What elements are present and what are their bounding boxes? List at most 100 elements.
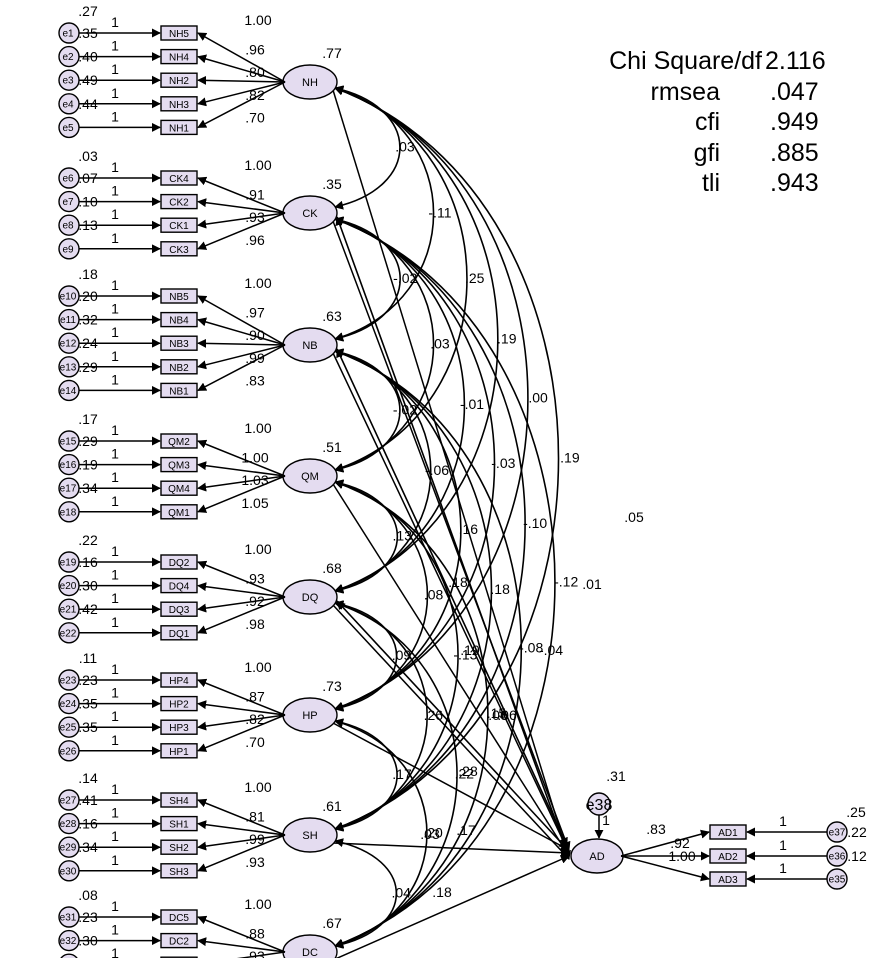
indicator-box xyxy=(160,719,198,735)
fixed-path-label: 1 xyxy=(779,837,787,853)
error-name: e35 xyxy=(829,875,846,886)
loading-arrow xyxy=(197,596,286,613)
error-name: e16 xyxy=(60,460,77,471)
covariance-label: .03 xyxy=(395,139,415,155)
loading-arrow xyxy=(197,75,286,85)
covariance-label: .06 xyxy=(488,707,508,723)
fixed-path-label: 1 xyxy=(111,708,119,724)
indicator-name: NB1 xyxy=(169,386,189,397)
error-term xyxy=(60,953,78,958)
error-mean-label: .13 xyxy=(78,217,98,233)
loading-arrow xyxy=(197,834,286,851)
factor-name: DC xyxy=(302,947,318,958)
indicator-name: DQ2 xyxy=(169,558,190,569)
indicator-box xyxy=(160,241,198,257)
error-mean-label: .44 xyxy=(78,96,98,112)
indicator-name: NH2 xyxy=(169,76,189,87)
loading-label: 1.00 xyxy=(244,12,271,28)
error-mean-label: .40 xyxy=(78,49,98,65)
error-name: e30 xyxy=(60,866,77,877)
fixed-path-label: 1 xyxy=(111,732,119,748)
loading-label: .83 xyxy=(245,372,265,388)
indicator-name: NB4 xyxy=(169,316,189,327)
loading-arrow xyxy=(197,212,286,229)
loading-arrow xyxy=(197,714,286,731)
factor-variance: .77 xyxy=(322,45,342,61)
loading-arrow xyxy=(197,81,286,107)
structural-path xyxy=(335,855,570,958)
factor-name: SH xyxy=(302,830,317,842)
covariance-label: .08 xyxy=(424,587,444,603)
indicator-box xyxy=(160,815,198,832)
error-mean-label: .12 xyxy=(847,848,867,864)
factor-name: QM xyxy=(301,471,319,483)
covariance-label: .18 xyxy=(490,581,510,597)
fit-label: gfi xyxy=(693,138,720,167)
loading-label: .93 xyxy=(245,854,265,870)
error-variance-label: .27 xyxy=(78,3,98,19)
indicator-name: SH2 xyxy=(169,843,189,854)
loading-label: .70 xyxy=(245,109,265,125)
error-mean-label: .16 xyxy=(78,816,98,832)
factor-name: NB xyxy=(302,340,317,352)
indicator-box xyxy=(160,311,198,328)
indicator-box xyxy=(160,554,198,570)
fixed-path-label: 1 xyxy=(111,469,119,485)
error-name: e3 xyxy=(62,76,74,87)
error-mean-label: .34 xyxy=(78,839,98,855)
covariance-arc xyxy=(334,718,428,949)
fixed-path-label: 1 xyxy=(111,898,119,914)
error-mean-label: .07 xyxy=(78,170,98,186)
loading-label: .70 xyxy=(245,734,265,750)
loading-arrow xyxy=(620,855,710,882)
error-mean-label: .49 xyxy=(78,72,98,88)
loading-label: .91 xyxy=(245,187,265,203)
loading-label: .81 xyxy=(245,809,265,825)
loading-label: .82 xyxy=(245,711,265,727)
fixed-path-label: 1 xyxy=(111,348,119,364)
fixed-path-label: 1 xyxy=(111,805,119,821)
fixed-path-label: 1 xyxy=(111,614,119,630)
indicator-name: CK3 xyxy=(169,245,189,256)
loading-label: 1.00 xyxy=(244,779,271,795)
loading-label: .80 xyxy=(245,64,265,80)
error-name: e27 xyxy=(60,796,77,807)
fixed-path-label: 1 xyxy=(779,813,787,829)
error-name: e9 xyxy=(62,244,74,255)
fit-label: cfi xyxy=(695,108,720,136)
error-mean-label: .24 xyxy=(78,335,98,351)
indicator-box xyxy=(160,72,198,88)
error-mean-label: .29 xyxy=(78,359,98,375)
loading-label: .90 xyxy=(245,327,265,343)
covariance-arc xyxy=(334,838,398,949)
indicator-name: AD2 xyxy=(718,852,738,863)
residual-variance-label: .31 xyxy=(606,768,626,784)
indicator-name: NH1 xyxy=(169,123,189,134)
loading-label: 1.00 xyxy=(244,275,271,291)
loading-label: .93 xyxy=(245,571,265,587)
error-mean-label: .29 xyxy=(78,433,98,449)
error-mean-label: .35 xyxy=(78,696,98,712)
covariance-label: -.12 xyxy=(554,574,578,590)
loading-arrow xyxy=(620,829,710,857)
error-mean-label: .32 xyxy=(78,312,98,328)
error-name: e19 xyxy=(60,558,77,569)
loading-label: 1.00 xyxy=(244,157,271,173)
indicator-name: HP1 xyxy=(169,747,189,758)
fit-value: .949 xyxy=(770,108,819,136)
loading-arrow xyxy=(197,344,286,370)
indicator-box xyxy=(160,932,198,949)
indicator-box xyxy=(160,577,198,594)
structural-paths: .28.03.18.05.01-.04.06.17 xyxy=(332,89,644,958)
loading-arrow xyxy=(197,475,286,513)
structural-path-label: .05 xyxy=(624,509,644,525)
indicator-name: DC2 xyxy=(169,937,189,948)
loading-label: .92 xyxy=(245,593,265,609)
error-mean-label: .35 xyxy=(78,719,98,735)
factor-variance: .63 xyxy=(322,308,342,324)
loading-label: 1.00 xyxy=(241,450,268,466)
covariance-arc xyxy=(334,348,401,473)
indicator-box xyxy=(160,359,198,375)
error-variance-label: .25 xyxy=(846,804,866,820)
